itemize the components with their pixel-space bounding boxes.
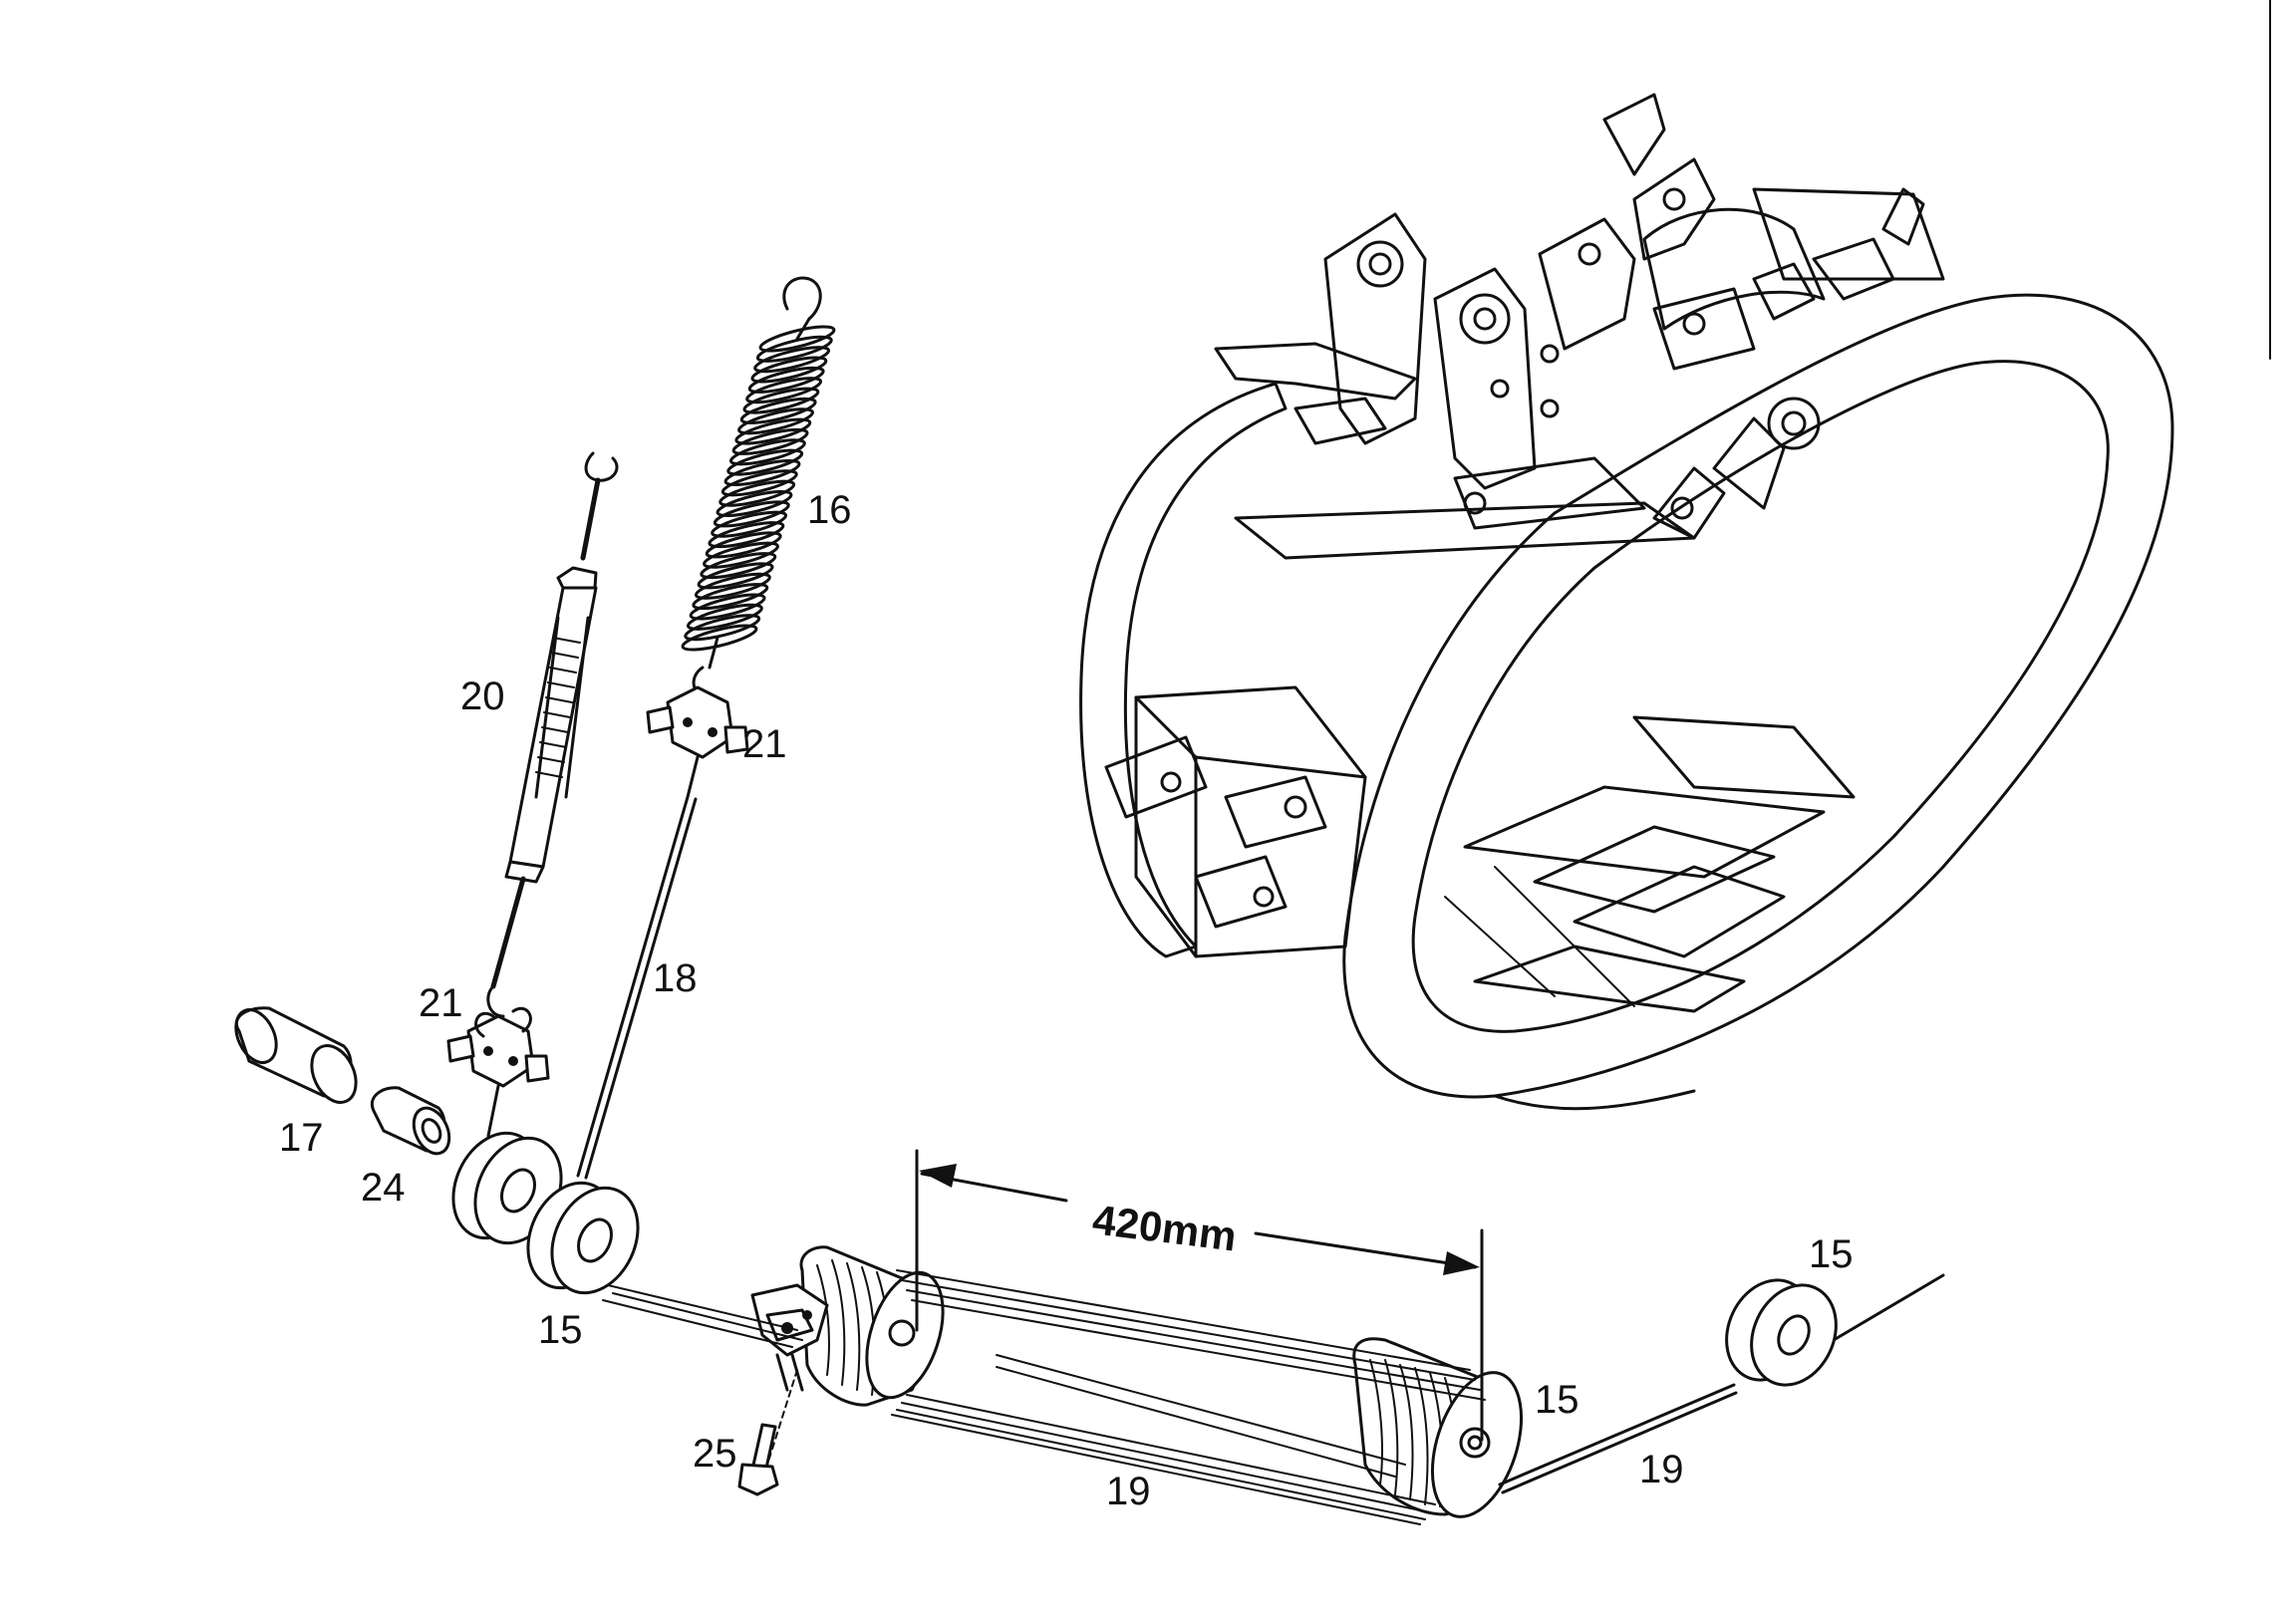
spring-coil bbox=[694, 572, 771, 600]
spring-coil bbox=[758, 325, 836, 353]
callout-15-left: 15 bbox=[538, 1308, 583, 1352]
callout-21-upper: 21 bbox=[742, 722, 787, 766]
spring-coil bbox=[700, 552, 777, 580]
spring-coil bbox=[705, 531, 782, 559]
spring-coil bbox=[726, 448, 804, 476]
spring-coil bbox=[731, 427, 809, 455]
reeved-cables bbox=[602, 1269, 1945, 1525]
turnbuckle bbox=[490, 451, 619, 989]
spring-coil bbox=[720, 469, 798, 497]
tension-spring bbox=[681, 276, 836, 699]
callout-25: 25 bbox=[693, 1432, 737, 1476]
sheave-block-left bbox=[750, 1245, 945, 1407]
spring-coil bbox=[755, 335, 833, 363]
spring-coil bbox=[753, 346, 831, 374]
spring-coil bbox=[742, 387, 820, 414]
spring-coil bbox=[681, 624, 758, 652]
cable-clamp-lower bbox=[446, 984, 550, 1138]
spring-coil bbox=[711, 510, 788, 538]
callout-17: 17 bbox=[279, 1116, 324, 1160]
grapple-bucket bbox=[1079, 93, 2174, 1111]
pulley-right bbox=[1725, 1278, 1838, 1387]
callout-19-lower: 19 bbox=[1106, 1470, 1151, 1513]
spring-coil bbox=[689, 593, 766, 621]
spring-coil bbox=[728, 438, 806, 466]
callout-20: 20 bbox=[460, 674, 505, 718]
spring-coil bbox=[703, 541, 779, 569]
spring-coil bbox=[716, 489, 793, 518]
spring-coil bbox=[713, 500, 790, 528]
callout-24: 24 bbox=[361, 1166, 406, 1210]
spring-coil bbox=[750, 356, 828, 384]
callout-21-lower: 21 bbox=[419, 981, 463, 1025]
callout-15-right-drum: 15 bbox=[1535, 1378, 1579, 1422]
spring-coil bbox=[734, 417, 812, 445]
spring-coil bbox=[686, 603, 763, 631]
callout-19-right: 19 bbox=[1639, 1448, 1684, 1491]
spring-coil bbox=[745, 377, 823, 404]
spring-coil bbox=[739, 397, 817, 424]
dimension-420mm bbox=[915, 1149, 1484, 1442]
cable-upper-2 bbox=[584, 797, 698, 1180]
callout-16: 16 bbox=[807, 488, 852, 532]
callout-18: 18 bbox=[653, 956, 698, 1000]
spring-coil bbox=[723, 458, 801, 487]
cable-upper bbox=[576, 795, 690, 1178]
pulley-left-pair bbox=[451, 1131, 640, 1295]
sleeve-17 bbox=[234, 1006, 358, 1104]
sleeve-24 bbox=[370, 1086, 451, 1156]
spring-coil bbox=[737, 407, 814, 435]
sheave-block-right bbox=[1352, 1337, 1524, 1518]
spring-coil bbox=[684, 614, 761, 642]
dimension-label: 420mm bbox=[1090, 1196, 1239, 1259]
callout-15-far-right: 15 bbox=[1809, 1232, 1854, 1276]
spring-coil bbox=[747, 366, 825, 394]
spring-coil bbox=[697, 562, 774, 590]
bolt bbox=[737, 1369, 798, 1496]
spring-coil bbox=[718, 479, 796, 507]
spring-coil bbox=[708, 521, 785, 549]
spring-coil bbox=[692, 583, 769, 611]
cable-clamp-upper bbox=[646, 685, 749, 799]
